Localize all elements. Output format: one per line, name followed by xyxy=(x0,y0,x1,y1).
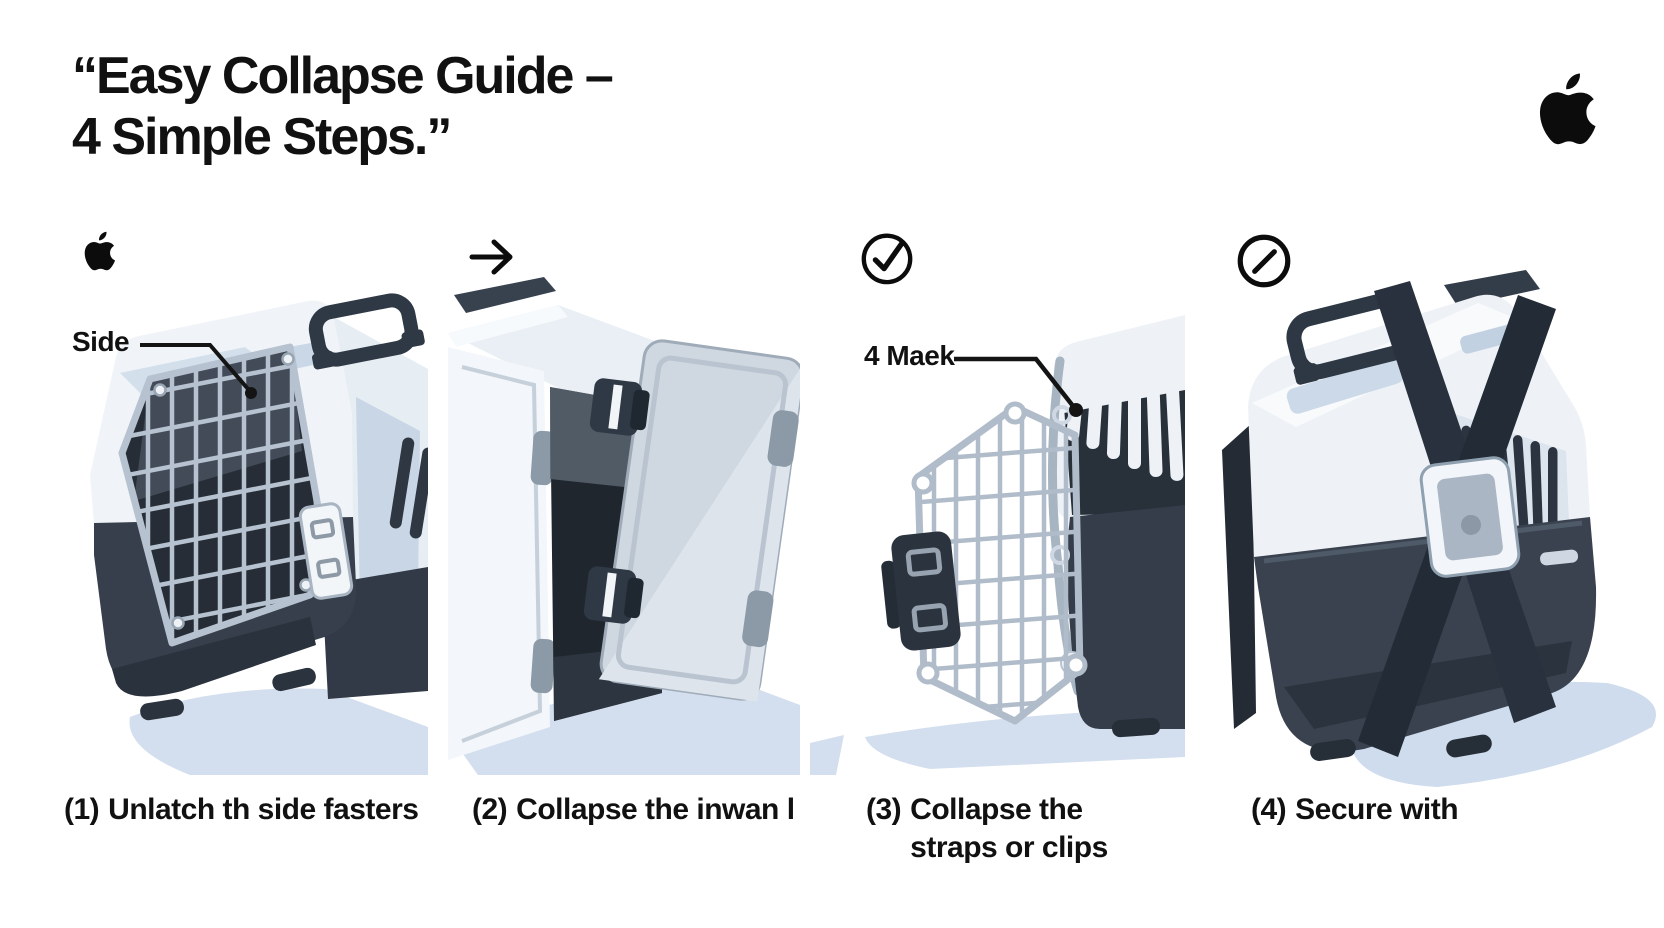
title-line-1: “Easy Collapse Guide – xyxy=(72,47,614,105)
step-2-number: (2) xyxy=(472,793,508,826)
step-2-caption: (2) Collapse the inwan l xyxy=(472,791,795,829)
mark-callout-leader-line xyxy=(954,356,1083,417)
step-3-caption: (3) Collapse the straps or clips xyxy=(866,791,1108,867)
step-1-caption: (1) Unlatch th side fasters xyxy=(64,791,419,829)
wire-door xyxy=(118,343,354,647)
apple-logo-icon xyxy=(1539,73,1596,145)
door-hinge xyxy=(589,378,650,436)
side-callout-leader-line xyxy=(140,343,257,399)
callout-label-side: Side xyxy=(72,326,130,357)
apple-logo-icon xyxy=(84,231,116,271)
step-1-number: (1) xyxy=(64,793,100,826)
door-latch xyxy=(881,531,961,651)
illustration-step-2 xyxy=(448,277,800,775)
step-1-text: Unlatch th side fasters xyxy=(108,793,419,826)
carrier-body xyxy=(1047,315,1185,738)
step-4-text: Secure with xyxy=(1295,793,1459,826)
illustration-step-4 xyxy=(1222,270,1656,787)
step-2-text: Collapse the inwan l xyxy=(516,793,795,826)
door-latch xyxy=(298,502,354,600)
shadow xyxy=(129,688,428,775)
arrow-right-icon xyxy=(469,239,513,275)
open-door-panel xyxy=(598,339,800,702)
title-line-2: 4 Simple Steps.” xyxy=(72,108,452,166)
check-circle-icon xyxy=(861,233,913,285)
step-3-text-line-1: Collapse the xyxy=(910,793,1083,826)
slash-circle-icon xyxy=(1237,234,1291,288)
carrier-handle xyxy=(308,293,425,370)
illustration-step-3 xyxy=(810,315,1185,775)
illustration-step-1 xyxy=(90,293,428,775)
step-3-text-line-2: straps or clips xyxy=(910,831,1108,864)
step-4-number: (4) xyxy=(1251,793,1287,826)
strap-buckle xyxy=(1419,456,1521,578)
door-hinge xyxy=(583,566,644,624)
detached-wire-door xyxy=(881,401,1088,725)
step-3-number: (3) xyxy=(866,793,902,826)
step-4-caption: (4) Secure with xyxy=(1251,791,1459,829)
page-title: “Easy Collapse Guide – 4 Simple Steps.” xyxy=(72,46,614,168)
callout-label-mark: 4 Maek xyxy=(864,340,955,371)
